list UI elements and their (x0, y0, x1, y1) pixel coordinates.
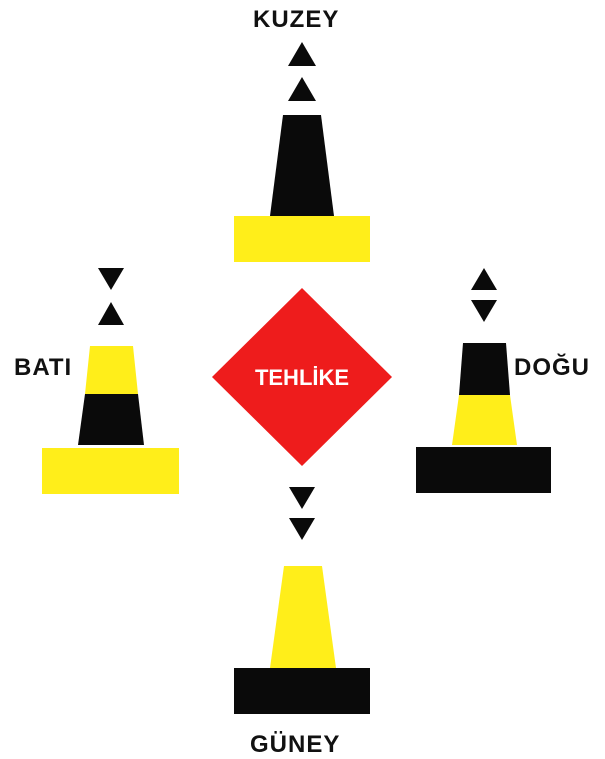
west-buoy-yellow-base (42, 448, 179, 494)
north-buoy-black-band (270, 115, 334, 216)
north-topmark-icon (288, 42, 316, 101)
danger-diamond: TEHLİKE (212, 288, 392, 466)
west-buoy-yellow-band-top (85, 346, 138, 394)
west-topmark-icon (98, 268, 124, 325)
east-buoy-yellow-band (452, 395, 517, 445)
north-cardinal-buoy (234, 42, 370, 262)
north-buoy-yellow-base (234, 216, 370, 262)
south-buoy-black-base (234, 668, 370, 714)
east-buoy-black-base (416, 447, 551, 493)
south-topmark-icon (289, 487, 315, 540)
south-cardinal-buoy (234, 487, 370, 714)
south-buoy-yellow-band (270, 566, 336, 668)
east-cardinal-buoy (416, 268, 551, 493)
west-buoy-black-band (78, 394, 144, 445)
east-buoy-black-band-top (459, 343, 510, 395)
west-cardinal-buoy (42, 268, 179, 494)
danger-label: TEHLİKE (255, 365, 349, 390)
east-topmark-icon (471, 268, 497, 322)
